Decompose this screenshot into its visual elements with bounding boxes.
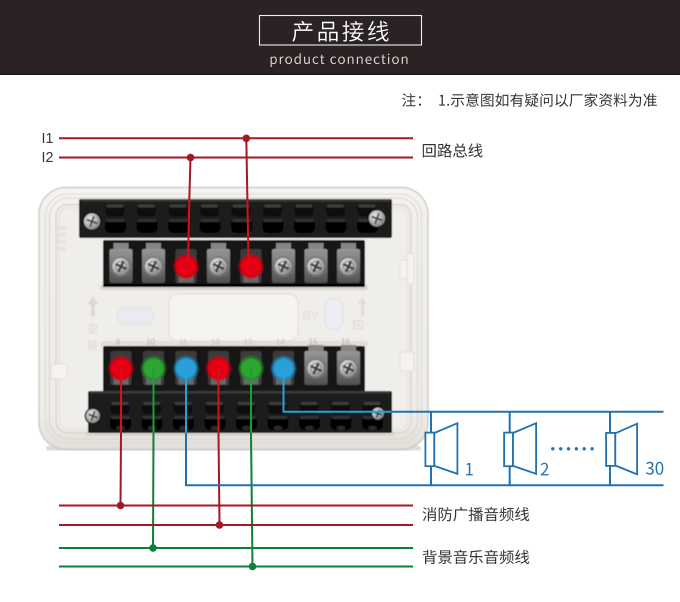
- svg-text:16: 16: [341, 338, 350, 347]
- svg-text:11: 11: [179, 338, 188, 347]
- svg-text:12: 12: [211, 338, 220, 347]
- svg-text:14: 14: [276, 338, 285, 347]
- svg-text:BY: BY: [303, 309, 320, 323]
- svg-text:9: 9: [116, 338, 121, 347]
- svg-text:I1: I1: [42, 131, 54, 147]
- svg-text:10: 10: [146, 338, 155, 347]
- svg-text:13: 13: [244, 338, 253, 347]
- svg-text:I2: I2: [42, 150, 54, 166]
- svg-text:15: 15: [309, 338, 318, 347]
